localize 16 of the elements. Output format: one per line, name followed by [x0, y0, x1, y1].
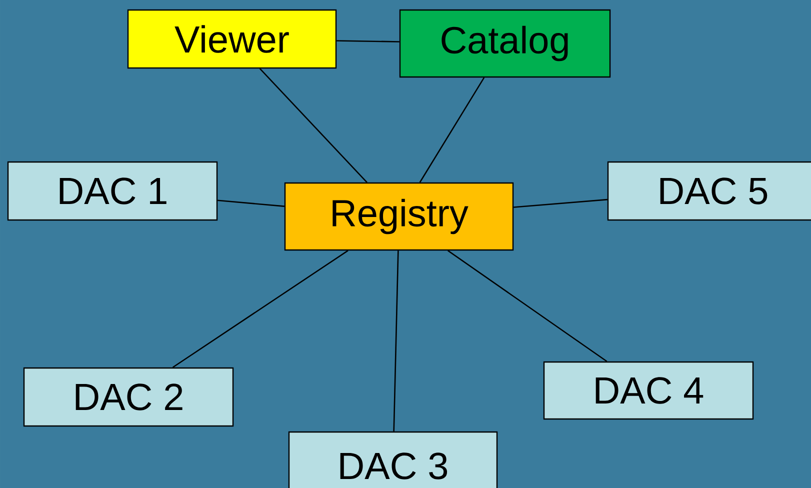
connector-line	[336, 40, 400, 42]
connector-line	[419, 77, 485, 183]
connector-line	[514, 198, 608, 208]
dac-box: DAC 5	[607, 161, 811, 221]
dac-box: DAC 4	[543, 361, 754, 420]
viewer-box: Viewer	[127, 9, 337, 69]
connector-line	[448, 250, 608, 362]
dac-box: DAC 1	[7, 161, 218, 221]
connector-line	[172, 250, 348, 368]
catalog-box: Catalog	[399, 9, 611, 78]
connector-line	[259, 68, 368, 183]
connector-line	[218, 200, 284, 207]
connector-line	[393, 250, 399, 432]
registry-box: Registry	[284, 182, 514, 251]
dac-box: DAC 2	[23, 367, 234, 427]
dac-box: DAC 3	[288, 431, 498, 488]
